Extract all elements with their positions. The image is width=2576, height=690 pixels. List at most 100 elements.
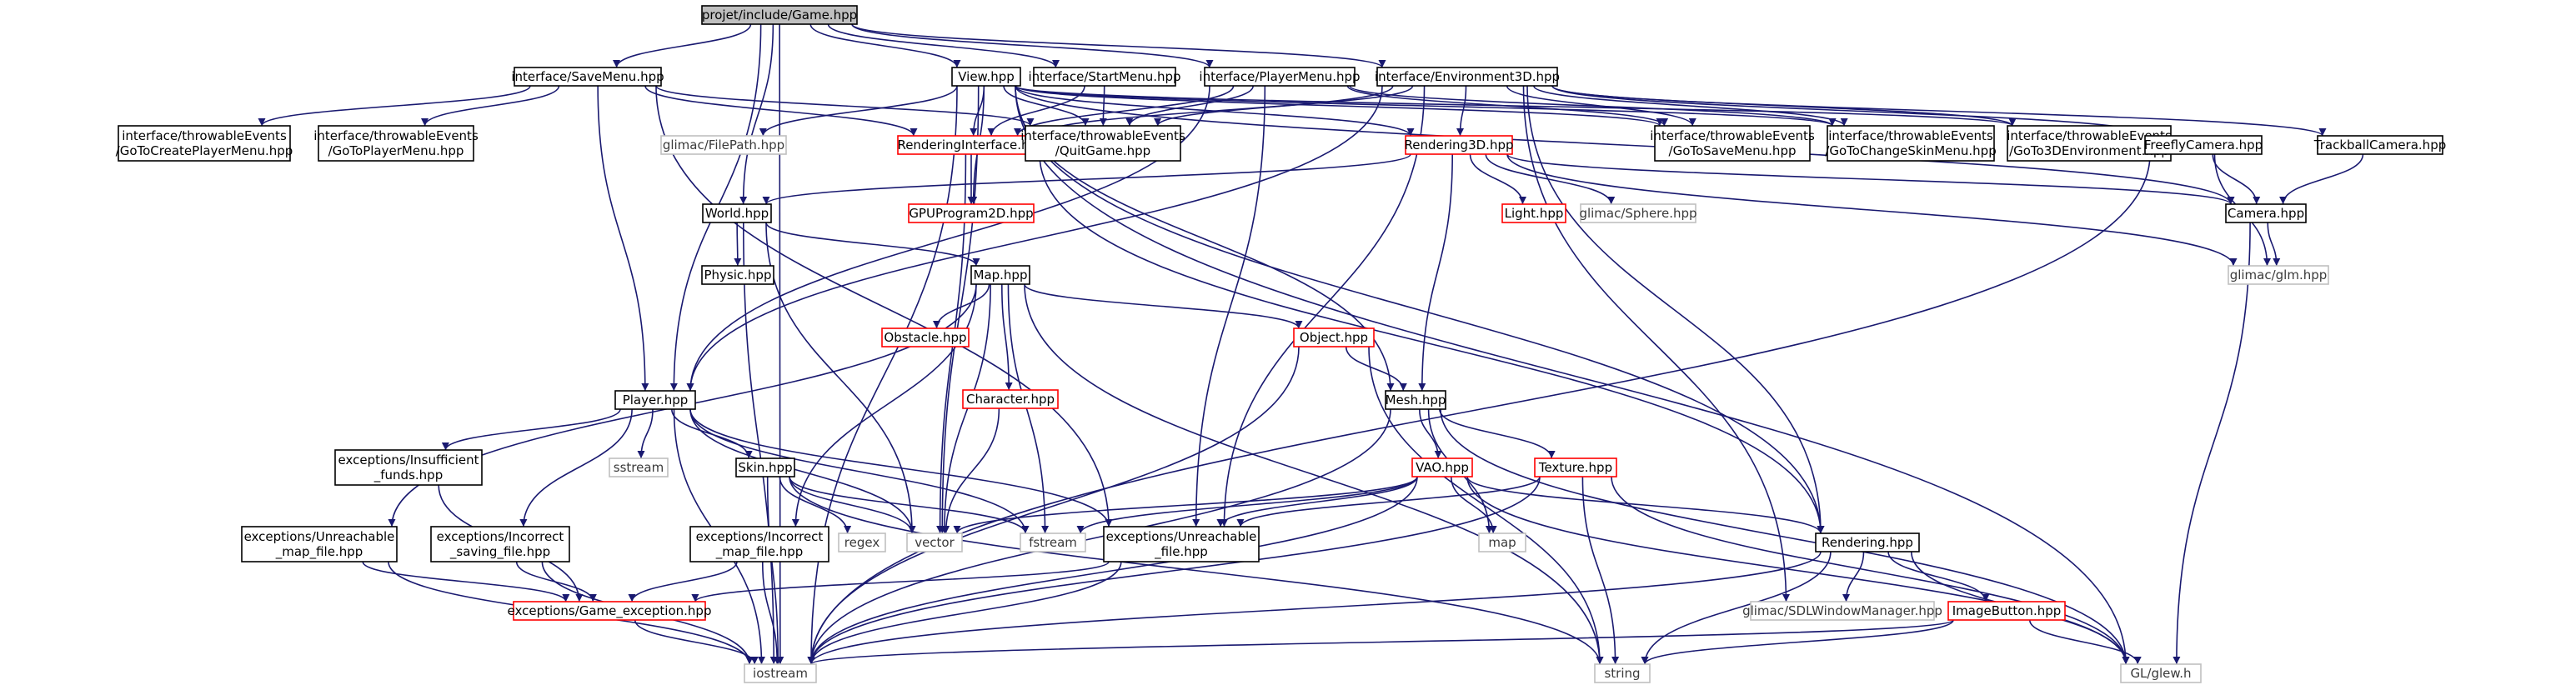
edge-line — [789, 476, 1030, 534]
edge-savemenu-to-gotocreate — [258, 85, 531, 127]
node-map[interactable]: Map.hpp — [970, 265, 1030, 285]
node-box — [1376, 67, 1558, 87]
edge-line — [2028, 619, 2142, 665]
node-skin[interactable]: Skin.hpp — [735, 458, 795, 478]
node-game[interactable]: projet/include/Game.hpp — [701, 5, 858, 25]
node-imagebutton[interactable]: ImageButton.hpp — [1947, 601, 2066, 621]
node-unreach-file[interactable]: exceptions/Unreachable_file.hpp — [1103, 526, 1260, 562]
node-label: interface/throwableEvents — [122, 128, 287, 143]
node-playermenu[interactable]: interface/PlayerMenu.hpp — [1199, 67, 1361, 87]
node-texture[interactable]: Texture.hpp — [1534, 458, 1617, 478]
node-box — [241, 526, 398, 562]
node-label: glimac/Sphere.hpp — [1579, 206, 1696, 221]
node-box — [1020, 532, 1086, 552]
node-label: interface/PlayerMenu.hpp — [1199, 69, 1360, 84]
node-vao[interactable]: VAO.hpp — [1411, 458, 1473, 478]
node-label: exceptions/Unreachable — [1106, 529, 1257, 544]
node-label: interface/throwableEvents — [313, 128, 479, 143]
node-label: World.hpp — [705, 206, 769, 221]
edge-line — [2212, 153, 2261, 205]
edge-object-to-iostream — [807, 346, 1300, 665]
node-rendering[interactable]: Rendering.hpp — [1815, 532, 1920, 552]
edge-map-to-character — [1001, 283, 1013, 391]
node-startmenu[interactable]: interface/StartMenu.hpp — [1028, 67, 1181, 87]
edge-view-to-quitgame — [1003, 85, 1090, 127]
node-obstacle[interactable]: Obstacle.hpp — [881, 328, 970, 348]
edge-line — [1349, 85, 1837, 127]
node-label: glimac/glm.hpp — [2230, 268, 2328, 282]
node-box — [744, 663, 817, 683]
edge-startmenu-to-renderif — [987, 85, 1085, 137]
node-game-exc[interactable]: exceptions/Game_exception.hpp — [508, 601, 712, 621]
node-physic[interactable]: Physic.hpp — [701, 265, 774, 285]
edge-skin-to-vector — [789, 476, 916, 534]
node-box — [962, 389, 1059, 409]
edge-line — [765, 222, 980, 267]
edge-line — [1076, 476, 1418, 534]
node-gotoskin[interactable]: interface/throwableEvents/GoToChangeSkin… — [1825, 125, 1997, 162]
node-box — [908, 203, 1035, 223]
edge-line — [1024, 283, 1303, 329]
edge-line — [1039, 153, 1825, 534]
edge-line — [1506, 153, 2235, 205]
edge-env3d-to-sdlwin — [1522, 85, 1790, 602]
node-incorrect-saving[interactable]: exceptions/Incorrect_saving_file.hpp — [430, 526, 570, 562]
node-gotoplayer[interactable]: interface/throwableEvents/GoToPlayerMenu… — [313, 125, 479, 162]
node-quitgame[interactable]: interface/throwableEvents/QuitGame.hpp — [1020, 125, 1185, 162]
node-mesh[interactable]: Mesh.hpp — [1385, 390, 1446, 410]
node-label: Map.hpp — [974, 268, 1028, 282]
edge-line — [634, 619, 759, 665]
edge-line — [734, 222, 742, 267]
node-gotocreate[interactable]: interface/throwableEvents/GoToCreatePlay… — [116, 125, 293, 162]
node-label: Rendering3D.hpp — [1404, 138, 1513, 152]
edge-player-to-incorrect-saving — [519, 408, 633, 528]
node-label: /GoTo3DEnvironment.hpp — [2009, 143, 2169, 158]
edge-unreach-file-to-iostream — [807, 561, 1122, 665]
node-unreach-map[interactable]: exceptions/Unreachable_map_file.hpp — [241, 526, 398, 562]
edge-line — [942, 408, 1000, 534]
header-nodes: projet/include/Game.hpp interface/SaveMen… — [116, 5, 2446, 683]
node-label: vector — [915, 535, 955, 550]
node-label: Player.hpp — [623, 392, 689, 408]
edge-vao-to-iostream — [807, 476, 1418, 665]
edge-savemenu-to-renderif — [644, 85, 918, 137]
edge-line — [1641, 551, 1832, 665]
node-env3d[interactable]: interface/Environment3D.hpp — [1375, 67, 1560, 87]
node-label: View.hpp — [958, 69, 1015, 84]
node-insufficient[interactable]: exceptions/Insufficient_funds.hpp — [334, 449, 483, 486]
node-gotosave[interactable]: interface/throwableEvents/GoToSaveMenu.h… — [1650, 125, 1815, 162]
node-character[interactable]: Character.hpp — [962, 389, 1059, 409]
node-freefly[interactable]: FreeflyCamera.hpp — [2144, 135, 2263, 155]
node-label: interface/StartMenu.hpp — [1028, 69, 1180, 84]
node-gpuprogram[interactable]: GPUProgram2D.hpp — [908, 203, 1035, 223]
node-light[interactable]: Light.hpp — [1501, 203, 1566, 223]
edge-line — [1641, 619, 1954, 665]
edge-line — [421, 85, 560, 127]
node-savemenu[interactable]: interface/SaveMenu.hpp — [511, 67, 664, 87]
edge-view-to-glew — [1015, 85, 2130, 665]
node-world[interactable]: World.hpp — [702, 203, 772, 223]
node-trackball[interactable]: TrackballCamera.hpp — [2313, 135, 2446, 155]
edge-line — [807, 561, 1122, 665]
edge-line — [689, 408, 1113, 528]
edge-line — [1451, 476, 1497, 534]
edge-line — [761, 561, 781, 665]
node-label: exceptions/Incorrect — [437, 529, 564, 544]
node-object[interactable]: Object.hpp — [1293, 328, 1375, 348]
node-iostream: iostream — [744, 663, 817, 683]
node-player[interactable]: Player.hpp — [614, 390, 696, 410]
edge-line — [766, 476, 782, 665]
node-label: _saving_file.hpp — [449, 544, 550, 560]
node-view[interactable]: View.hpp — [951, 67, 1021, 87]
node-renderif[interactable]: RenderingInterface.hpp — [897, 135, 1045, 155]
node-goto3d[interactable]: interface/throwableEvents/GoTo3DEnvironm… — [2007, 125, 2172, 162]
node-mapstd: map — [1478, 532, 1526, 552]
node-box — [970, 265, 1030, 285]
edge-rendering-to-string — [1641, 551, 1832, 665]
edge-line — [362, 561, 570, 602]
edge-line — [628, 561, 738, 602]
node-incorrect-map[interactable]: exceptions/Incorrect_map_file.hpp — [689, 526, 829, 562]
node-rendering3d[interactable]: Rendering3D.hpp — [1404, 135, 1514, 155]
node-camera[interactable]: Camera.hpp — [2225, 203, 2307, 223]
edge-mesh-to-glew — [1440, 408, 2130, 665]
